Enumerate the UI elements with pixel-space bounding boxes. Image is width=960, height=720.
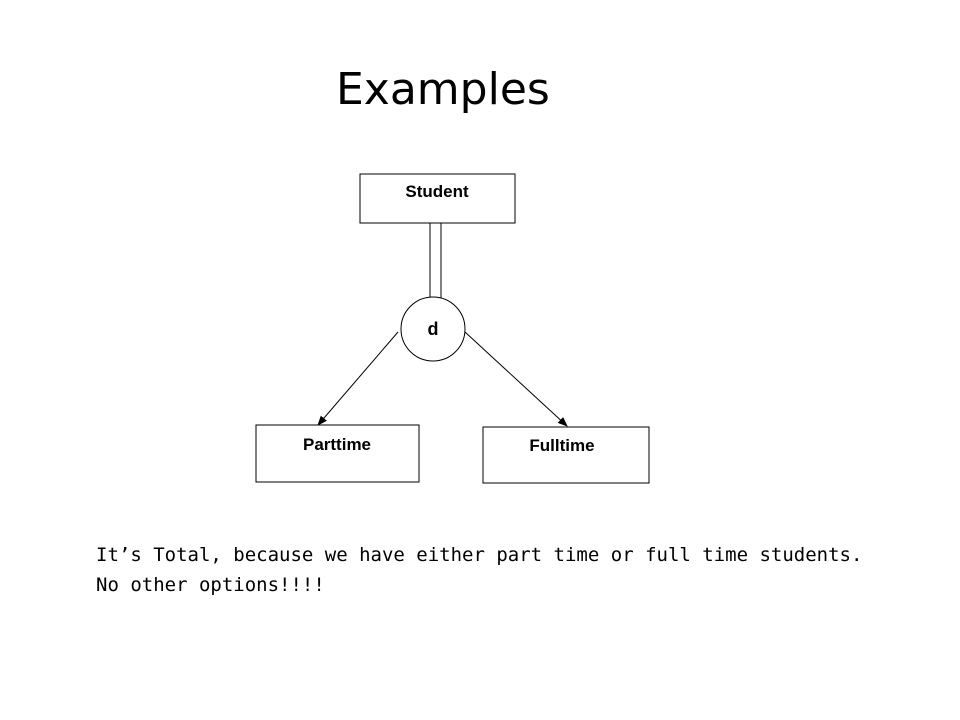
disjoint-circle-shape bbox=[400, 296, 466, 362]
entity-parttime-box bbox=[255, 424, 420, 483]
entity-student-box bbox=[359, 173, 516, 224]
entity-fulltime-box bbox=[482, 426, 650, 484]
entity-fulltime-label: Fulltime bbox=[529, 436, 594, 455]
entity-fulltime[interactable]: Fulltime bbox=[482, 426, 650, 484]
disjoint-symbol: d bbox=[428, 319, 439, 339]
disjoint-circle[interactable]: d bbox=[400, 296, 466, 362]
arrow-to-parttime bbox=[317, 331, 399, 426]
total-participation-double-line bbox=[429, 223, 442, 303]
slide-title: Examples bbox=[336, 64, 550, 115]
entity-parttime[interactable]: Parttime bbox=[255, 424, 420, 483]
explanation-line-1: It’s Total, because we have either part … bbox=[96, 544, 863, 566]
explanation-line-2: No other options!!!! bbox=[96, 574, 325, 596]
entity-parttime-label: Parttime bbox=[303, 435, 371, 454]
arrow-to-fulltime bbox=[464, 331, 568, 427]
explanation-text: It’s Total, because we have either part … bbox=[96, 540, 916, 600]
entity-student[interactable]: Student bbox=[359, 173, 516, 224]
entity-student-label: Student bbox=[405, 182, 469, 201]
